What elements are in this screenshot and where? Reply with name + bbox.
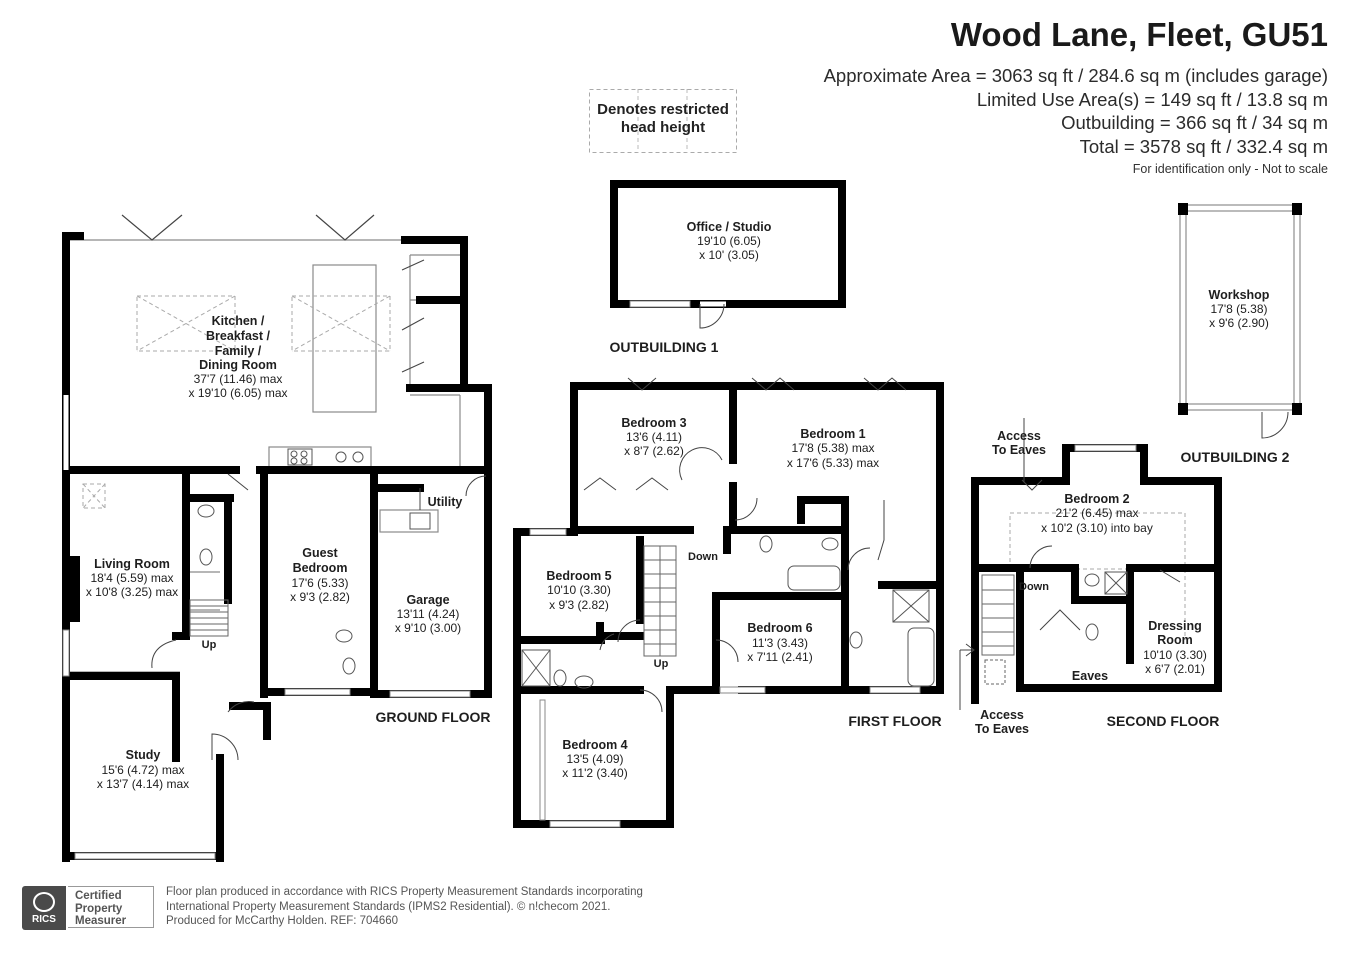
living-room-dim-1: 18'4 (5.59) max bbox=[91, 571, 174, 585]
restricted-line-2: head height bbox=[620, 119, 706, 136]
study-dim-1: 15'6 (4.72) max bbox=[102, 763, 185, 777]
living-room-label: Living Room bbox=[94, 557, 170, 571]
guest-bedroom-label-2: Bedroom bbox=[293, 561, 348, 575]
access-eaves-top-2: To Eaves bbox=[992, 443, 1046, 457]
kitchen-label-3: Family / bbox=[215, 344, 262, 358]
guest-bedroom-dim-1: 17'6 (5.33) bbox=[292, 576, 349, 590]
office-studio-label: Office / Studio bbox=[687, 220, 772, 234]
garage-dim-2: x 9'10 (3.00) bbox=[395, 621, 461, 635]
bedroom-3-label: Bedroom 3 bbox=[621, 416, 686, 430]
ground-floor-plan bbox=[62, 214, 492, 862]
kitchen-label-2: Breakfast / bbox=[206, 329, 270, 343]
garage-dim-1: 13'11 (4.24) bbox=[397, 607, 460, 621]
outbuilding-area: Outbuilding = 366 sq ft / 34 sq m bbox=[1061, 112, 1328, 133]
bedroom-1-dim-2: x 17'6 (5.33) max bbox=[787, 456, 879, 470]
ground-up-label: Up bbox=[202, 639, 217, 651]
bedroom-5-dim-1: 10'10 (3.30) bbox=[547, 583, 611, 597]
bedroom-4-dim-1: 13'5 (4.09) bbox=[567, 752, 624, 766]
second-floor-plan bbox=[959, 418, 1222, 710]
footer-notes: Floor plan produced in accordance with R… bbox=[166, 885, 643, 929]
badge-line-3: Measurer bbox=[75, 915, 127, 927]
rics-logo: RICS bbox=[22, 886, 66, 930]
bedroom-2-dim-1: 21'2 (6.45) max bbox=[1056, 506, 1139, 520]
area-summary: Approximate Area = 3063 sq ft / 284.6 sq… bbox=[824, 64, 1328, 158]
footer-line-1: Floor plan produced in accordance with R… bbox=[166, 886, 643, 898]
second-floor-label: SECOND FLOOR bbox=[1107, 713, 1220, 729]
first-floor-label: FIRST FLOOR bbox=[848, 713, 941, 729]
kitchen-label-1: Kitchen / bbox=[212, 314, 265, 328]
bedroom-3-dim-2: x 8'7 (2.62) bbox=[624, 444, 684, 458]
outbuilding-1-plan bbox=[610, 180, 846, 329]
badge-line-1: Certified bbox=[75, 890, 122, 902]
living-room-dim-2: x 10'8 (3.25) max bbox=[86, 585, 178, 599]
study-dim-2: x 13'7 (4.14) max bbox=[97, 777, 189, 791]
rics-logo-text: RICS bbox=[32, 914, 56, 925]
bedroom-1-dim-1: 17'8 (5.38) max bbox=[792, 441, 875, 455]
kitchen-dim-2: x 19'10 (6.05) max bbox=[188, 386, 287, 400]
kitchen-dim-1: 37'7 (11.46) max bbox=[194, 372, 283, 386]
bedroom-1-label: Bedroom 1 bbox=[800, 427, 865, 441]
bedroom-4-label: Bedroom 4 bbox=[562, 738, 627, 752]
approx-area: Approximate Area = 3063 sq ft / 284.6 sq… bbox=[823, 65, 1328, 86]
access-eaves-bottom-2: To Eaves bbox=[975, 722, 1029, 736]
bedroom-5-label: Bedroom 5 bbox=[546, 569, 611, 583]
plan-title: Wood Lane, Fleet, GU51 bbox=[950, 16, 1328, 53]
scale-note: For identification only - Not to scale bbox=[1132, 162, 1328, 176]
workshop-label: Workshop bbox=[1209, 288, 1270, 302]
restricted-head-height-legend: Denotes restricted head height bbox=[589, 89, 737, 153]
restricted-legend-box bbox=[589, 89, 737, 153]
utility-label: Utility bbox=[428, 495, 463, 509]
outbuilding-2-label: OUTBUILDING 2 bbox=[1181, 449, 1290, 465]
outbuilding-2-plan bbox=[1178, 203, 1302, 439]
bedroom-6-dim-2: x 7'11 (2.41) bbox=[747, 650, 812, 664]
first-up-label: Up bbox=[654, 658, 669, 670]
access-eaves-top-1: Access bbox=[997, 429, 1041, 443]
first-down-label: Down bbox=[688, 551, 718, 563]
restricted-line-1: Denotes restricted bbox=[597, 101, 729, 118]
first-floor-plan bbox=[513, 377, 944, 828]
rics-certified-badge: RICS Certified Property Measurer bbox=[22, 886, 156, 930]
bedroom-2-label: Bedroom 2 bbox=[1064, 492, 1129, 506]
bedroom-3-dim-1: 13'6 (4.11) bbox=[626, 430, 682, 444]
badge-line-2: Property bbox=[75, 902, 123, 915]
bedroom-2-dim-2: x 10'2 (3.10) into bay bbox=[1041, 521, 1153, 535]
second-down-label: Down bbox=[1019, 581, 1049, 593]
eaves-label: Eaves bbox=[1072, 669, 1108, 683]
outbuilding-1-label: OUTBUILDING 1 bbox=[610, 339, 719, 355]
bedroom-6-label: Bedroom 6 bbox=[747, 621, 812, 635]
ground-floor-label: GROUND FLOOR bbox=[375, 709, 490, 725]
dressing-room-label-2: Room bbox=[1157, 633, 1192, 647]
guest-bedroom-dim-2: x 9'3 (2.82) bbox=[290, 590, 350, 604]
garage-label: Garage bbox=[406, 593, 449, 607]
office-studio-dim-2: x 10' (3.05) bbox=[699, 248, 759, 262]
office-studio-dim-1: 19'10 (6.05) bbox=[697, 234, 761, 248]
bedroom-5-dim-2: x 9'3 (2.82) bbox=[549, 598, 609, 612]
certified-measurer-text: Certified Property Measurer bbox=[68, 886, 154, 928]
bedroom-6-dim-1: 11'3 (3.43) bbox=[752, 636, 808, 650]
dressing-room-dim-1: 10'10 (3.30) bbox=[1143, 648, 1207, 662]
guest-bedroom-label-1: Guest bbox=[302, 546, 338, 560]
dressing-room-label-1: Dressing bbox=[1148, 619, 1202, 633]
bedroom-4-dim-2: x 11'2 (3.40) bbox=[562, 766, 627, 780]
workshop-dim-1: 17'8 (5.38) bbox=[1211, 302, 1268, 316]
footer-line-3: Produced for McCarthy Holden. REF: 70466… bbox=[166, 915, 399, 927]
footer-line-2: International Property Measurement Stand… bbox=[166, 900, 611, 913]
kitchen-label-4: Dining Room bbox=[199, 358, 277, 372]
workshop-dim-2: x 9'6 (2.90) bbox=[1209, 316, 1269, 330]
dressing-room-dim-2: x 6'7 (2.01) bbox=[1145, 662, 1205, 676]
total-area: Total = 3578 sq ft / 332.4 sq m bbox=[1079, 135, 1328, 157]
limited-use-area: Limited Use Area(s) = 149 sq ft / 13.8 s… bbox=[976, 88, 1328, 110]
access-eaves-bottom-1: Access bbox=[980, 708, 1024, 722]
study-label: Study bbox=[126, 748, 161, 762]
